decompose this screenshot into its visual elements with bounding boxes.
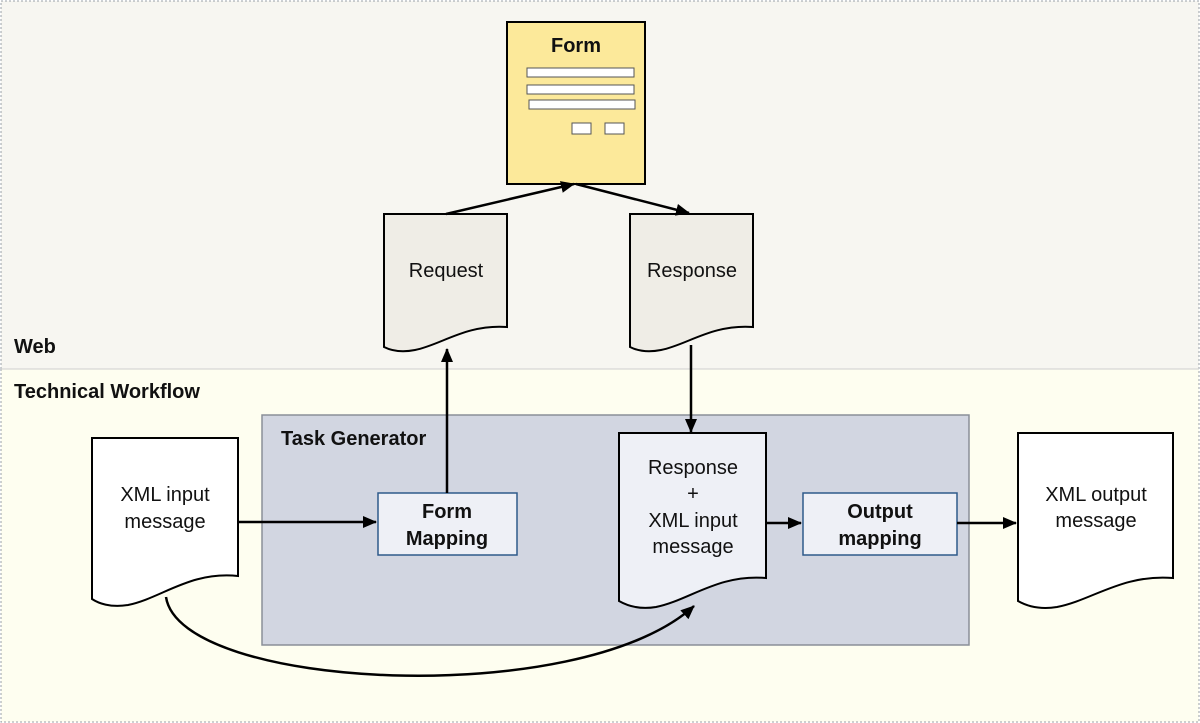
form-mapping-label-line2: Mapping [406,528,488,550]
xml-input-label-line1: XML input [120,484,210,506]
technical-workflow-lane-label: Technical Workflow [14,381,200,403]
combined-label-line2: + [687,483,699,505]
form-field-2 [526,84,635,95]
combined-document: Response + XML input message [618,432,767,609]
form-field-1 [526,67,635,78]
combined-label-line3: XML input [648,510,738,532]
arrow-request-to-form [445,181,575,216]
form-title: Form [551,35,601,57]
task-generator-title: Task Generator [281,428,426,450]
form-button-1 [571,122,592,135]
combined-label-line1: Response [648,457,738,479]
xml-input-document: XML input message [91,437,239,607]
form-button-2 [604,122,625,135]
xml-output-label-line1: XML output [1045,484,1147,506]
xml-output-label-line2: message [1055,510,1136,532]
response-label: Response [647,260,737,282]
form-mapping-label-line1: Form [422,501,472,523]
combined-label-line4: message [652,536,733,558]
response-document: Response [629,213,754,353]
form-mapping-box: Form Mapping [377,492,518,556]
request-label: Request [409,260,484,282]
form-page: Form [506,21,646,185]
web-lane-label: Web [14,336,56,358]
xml-output-document: XML output message [1017,432,1174,609]
output-mapping-label-line2: mapping [838,528,921,550]
request-document: Request [383,213,508,353]
xml-input-label-line2: message [124,511,205,533]
arrow-input-to-combined-curve [164,596,695,678]
output-mapping-box: Output mapping [802,492,958,556]
output-mapping-label-line1: Output [847,501,913,523]
arrow-form-to-response [575,182,690,216]
form-field-3 [528,99,636,110]
